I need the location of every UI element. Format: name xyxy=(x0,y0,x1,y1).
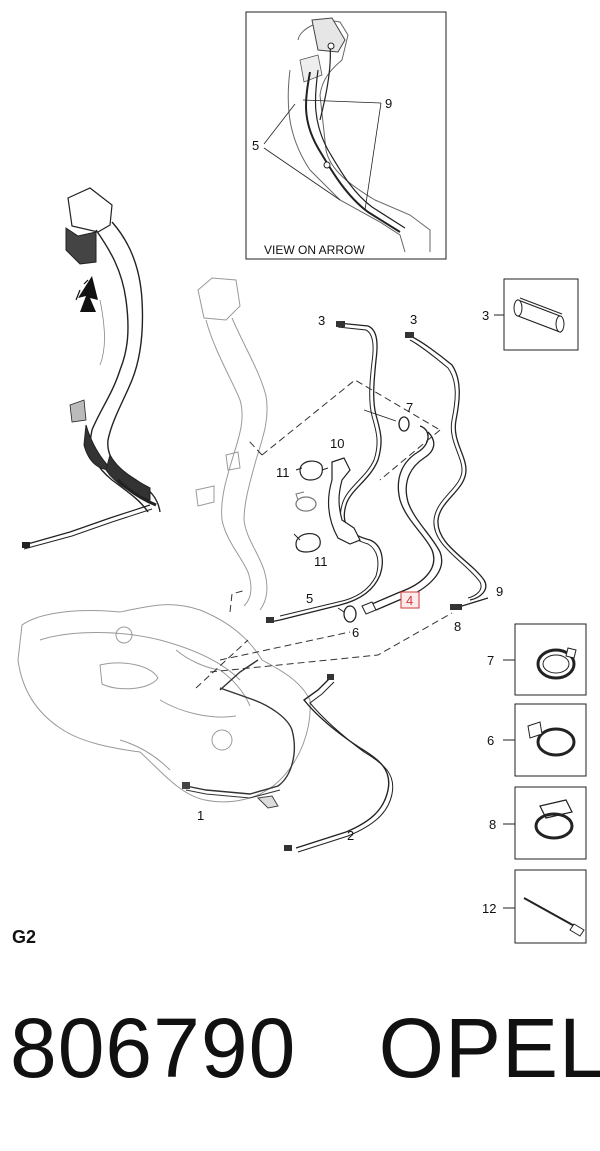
part-box-8: 8 xyxy=(489,786,587,860)
filler-neck-assembly xyxy=(22,187,161,550)
part-box-8-label: 8 xyxy=(489,817,496,832)
part-box-12-label: 12 xyxy=(482,901,496,916)
callout-9-inset: 9 xyxy=(385,96,392,111)
callout-10: 10 xyxy=(330,436,344,451)
callouts-main: 3 3 7 10 11 11 5 6 9 8 1 2 4 xyxy=(197,312,503,843)
clip-11-bottom xyxy=(293,533,321,553)
callout-5-inset: 5 xyxy=(252,138,259,153)
brand-name: OPEL xyxy=(378,1001,600,1095)
callout-6: 6 xyxy=(352,625,359,640)
callout-4-highlight-box xyxy=(400,591,420,609)
part-number: 806790 xyxy=(10,1001,297,1095)
connector-8 xyxy=(450,597,489,610)
callout-9: 9 xyxy=(496,584,503,599)
clip-11-top xyxy=(295,460,329,481)
hose-4 xyxy=(361,425,443,615)
callout-5: 5 xyxy=(306,591,313,606)
clip-ring-middle xyxy=(295,491,317,512)
section-code: G2 xyxy=(12,927,37,947)
fuel-line-2 xyxy=(284,674,394,853)
callout-1: 1 xyxy=(197,808,204,823)
footer-caption: 806790 OPEL xyxy=(10,1000,600,1110)
clamp-7 xyxy=(398,416,410,432)
callout-11-bottom: 11 xyxy=(314,554,328,569)
bracket-10 xyxy=(328,457,361,545)
callout-4: 4 xyxy=(406,593,413,608)
hose-3-left xyxy=(266,321,383,623)
inset-view-on-arrow: 9 5 VIEW ON ARROW xyxy=(245,11,447,260)
part-box-3-label: 3 xyxy=(482,308,489,323)
clamp-6 xyxy=(337,605,357,623)
part-box-12: 12 xyxy=(482,869,587,944)
callout-7: 7 xyxy=(406,400,413,415)
view-on-arrow-label: VIEW ON ARROW xyxy=(264,243,365,257)
hose-3-right xyxy=(405,332,487,601)
part-box-7-label: 7 xyxy=(487,653,494,668)
part-box-6: 6 xyxy=(487,703,587,777)
fuel-line-1 xyxy=(182,659,295,809)
callout-3-b: 3 xyxy=(410,312,417,327)
callout-11-top: 11 xyxy=(276,465,290,480)
view-arrow xyxy=(75,276,98,312)
callout-2: 2 xyxy=(347,828,354,843)
part-box-7: 7 xyxy=(487,623,587,696)
part-box-3: 3 xyxy=(482,278,579,351)
callout-3-a: 3 xyxy=(318,313,325,328)
part-box-6-label: 6 xyxy=(487,733,494,748)
fuel-tank xyxy=(17,604,311,803)
routing-dash-lines xyxy=(195,379,453,689)
filler-neck-ghost xyxy=(195,277,268,611)
callout-8: 8 xyxy=(454,619,461,634)
